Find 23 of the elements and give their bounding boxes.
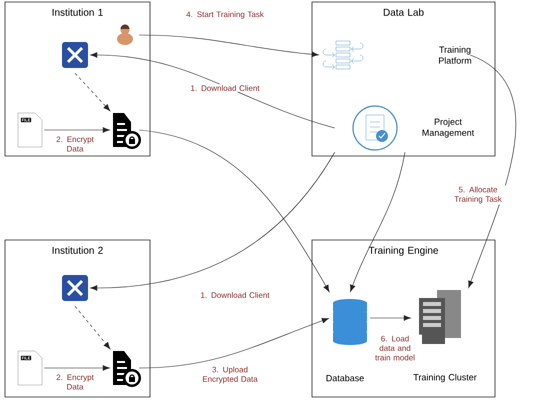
tools-icon <box>62 275 88 301</box>
arrow <box>138 318 329 368</box>
arrow <box>74 72 110 112</box>
node-label: Training Cluster <box>413 374 477 382</box>
locked-document-icon <box>113 113 141 149</box>
file-icon <box>18 112 42 148</box>
tools-icon <box>62 42 88 68</box>
arrow <box>74 306 110 350</box>
arrow <box>350 152 406 292</box>
arrow <box>138 34 319 58</box>
arrow <box>370 315 411 321</box>
arrow <box>44 365 110 371</box>
node-label: Training Platform <box>439 46 472 64</box>
node-label: Project Management <box>422 118 474 138</box>
arrow <box>90 152 336 291</box>
file-icon <box>18 350 42 386</box>
node-label: Database <box>326 374 364 382</box>
person-icon <box>117 24 133 45</box>
arrow <box>138 130 330 292</box>
arrow <box>44 127 110 133</box>
locked-document-icon <box>113 351 141 387</box>
arrow <box>468 54 516 288</box>
arrow <box>90 52 336 128</box>
